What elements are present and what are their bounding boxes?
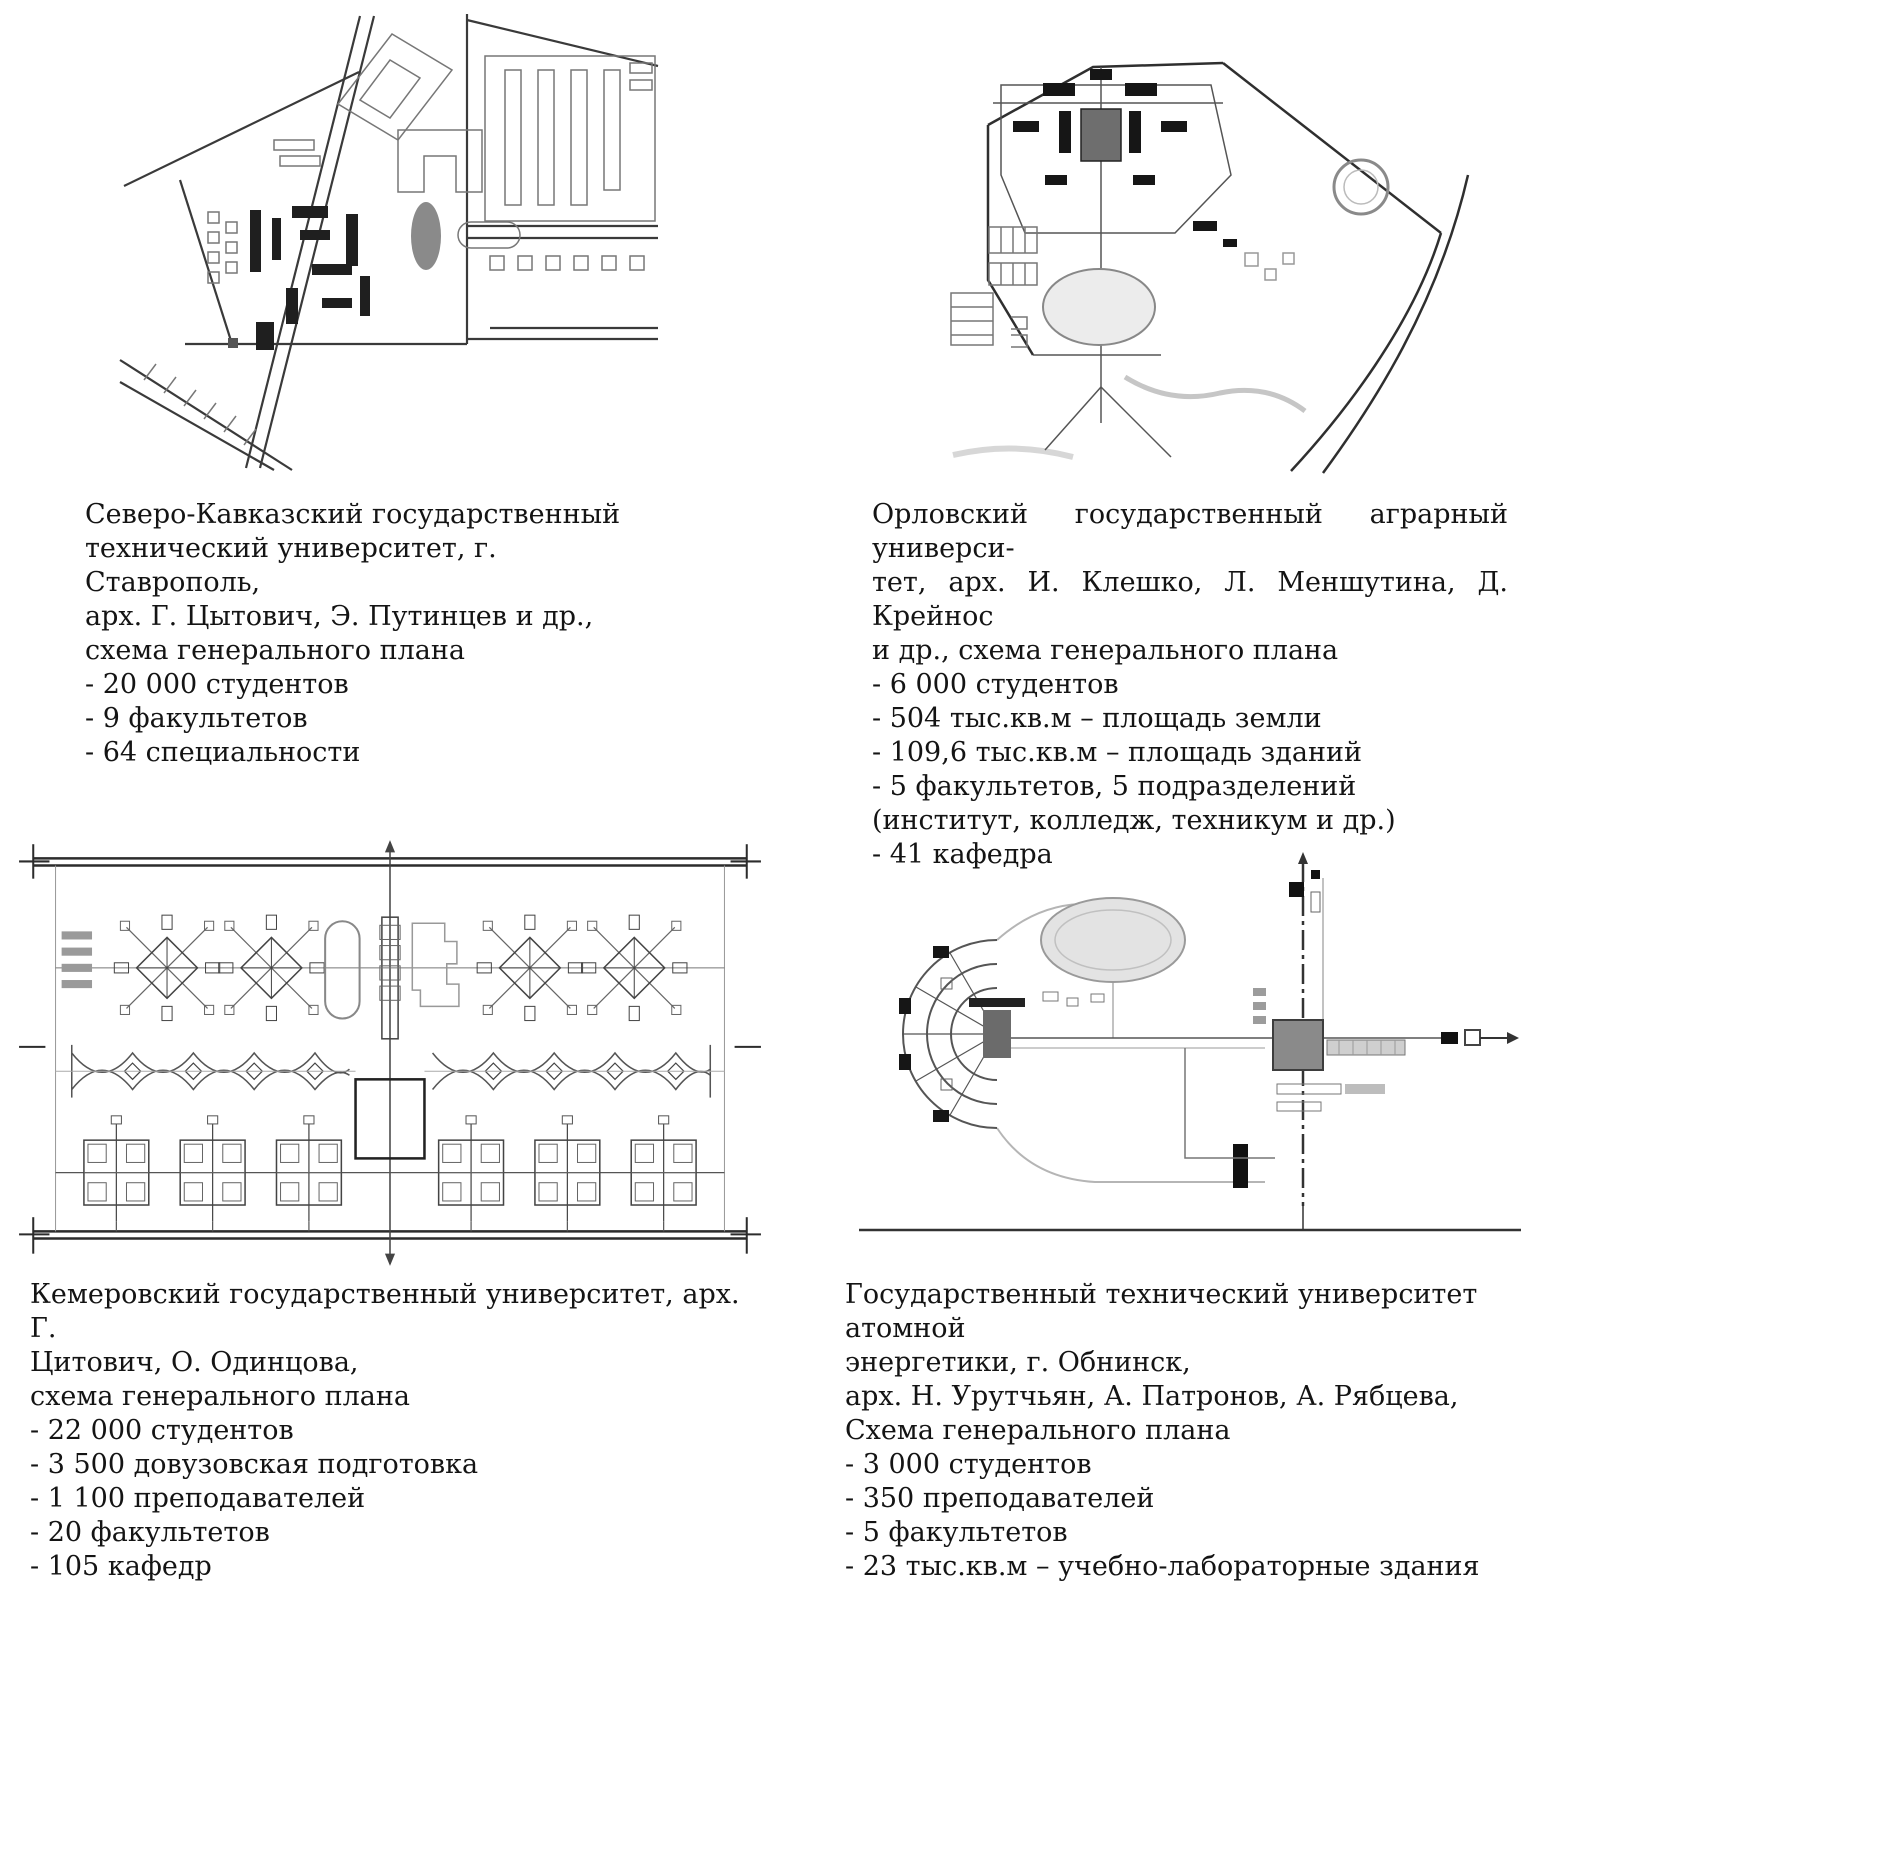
caption-orel: Орловский государственный аграрный униве… — [872, 498, 1508, 872]
site-plan-stavropol — [60, 8, 660, 473]
caption-line: Государственный технический университет … — [845, 1279, 1478, 1344]
caption-line: - 3 000 студентов — [845, 1449, 1092, 1480]
site-plan-obninsk — [845, 848, 1535, 1258]
caption-line: - 6 000 студентов — [872, 669, 1119, 700]
caption-line: арх. Г. Цытович, Э. Путинцев и др., — [85, 601, 594, 632]
caption-line: - 64 специальности — [85, 737, 361, 768]
caption-line: - 109,6 тыс.кв.м – площадь зданий — [872, 737, 1362, 768]
caption-line: и др., схема генерального плана — [872, 635, 1339, 666]
caption-line: - 23 тыс.кв.м – учебно-лабораторные здан… — [845, 1551, 1480, 1582]
caption-line: - 20 000 студентов — [85, 669, 349, 700]
caption-line: технический университет, г. Ставрополь, — [85, 533, 497, 598]
caption-line: - 105 кафедр — [30, 1551, 212, 1582]
caption-line: - 9 факультетов — [85, 703, 308, 734]
caption-line: Северо-Кавказский государственный — [85, 499, 621, 530]
caption-line: - 504 тыс.кв.м – площадь земли — [872, 703, 1322, 734]
caption-line: Кемеровский государственный университет,… — [30, 1279, 740, 1344]
caption-line: Орловский государственный аграрный униве… — [872, 499, 1508, 564]
caption-line: - 3 500 довузовская подготовка — [30, 1449, 479, 1480]
site-plan-obninsk-drawing — [859, 852, 1521, 1232]
caption-line: (институт, колледж, техникум и др.) — [872, 805, 1396, 836]
site-plan-orel-drawing — [950, 61, 1470, 474]
site-plan-kemerovo-drawing — [19, 840, 761, 1266]
caption-line: тет, арх. И. Клешко, Л. Меншутина, Д. Кр… — [872, 567, 1508, 632]
site-plan-orel — [893, 25, 1473, 475]
caption-line: энергетики, г. Обнинск, — [845, 1347, 1191, 1378]
caption-line: - 20 факультетов — [30, 1517, 270, 1548]
site-plan-stavropol-drawing — [119, 14, 659, 471]
caption-kemerovo: Кемеровский государственный университет,… — [30, 1278, 750, 1584]
caption-obninsk: Государственный технический университет … — [845, 1278, 1551, 1584]
caption-line: - 1 100 преподавателей — [30, 1483, 366, 1514]
caption-line: арх. Н. Урутчьян, А. Патронов, А. Рябцев… — [845, 1381, 1459, 1412]
caption-line: Цитович, О. Одинцова, — [30, 1347, 359, 1378]
caption-line: схема генерального плана — [30, 1381, 410, 1412]
caption-line: - 350 преподавателей — [845, 1483, 1155, 1514]
caption-line: - 5 факультетов, 5 подразделений — [872, 771, 1357, 802]
caption-stavropol: Северо-Кавказский государственный технич… — [85, 498, 645, 770]
caption-line: Схема генерального плана — [845, 1415, 1231, 1446]
caption-line: - 41 кафедра — [872, 839, 1053, 870]
caption-line: схема генерального плана — [85, 635, 465, 666]
caption-line: - 5 факультетов — [845, 1517, 1068, 1548]
caption-line: - 22 000 студентов — [30, 1415, 294, 1446]
site-plan-kemerovo — [15, 838, 765, 1269]
